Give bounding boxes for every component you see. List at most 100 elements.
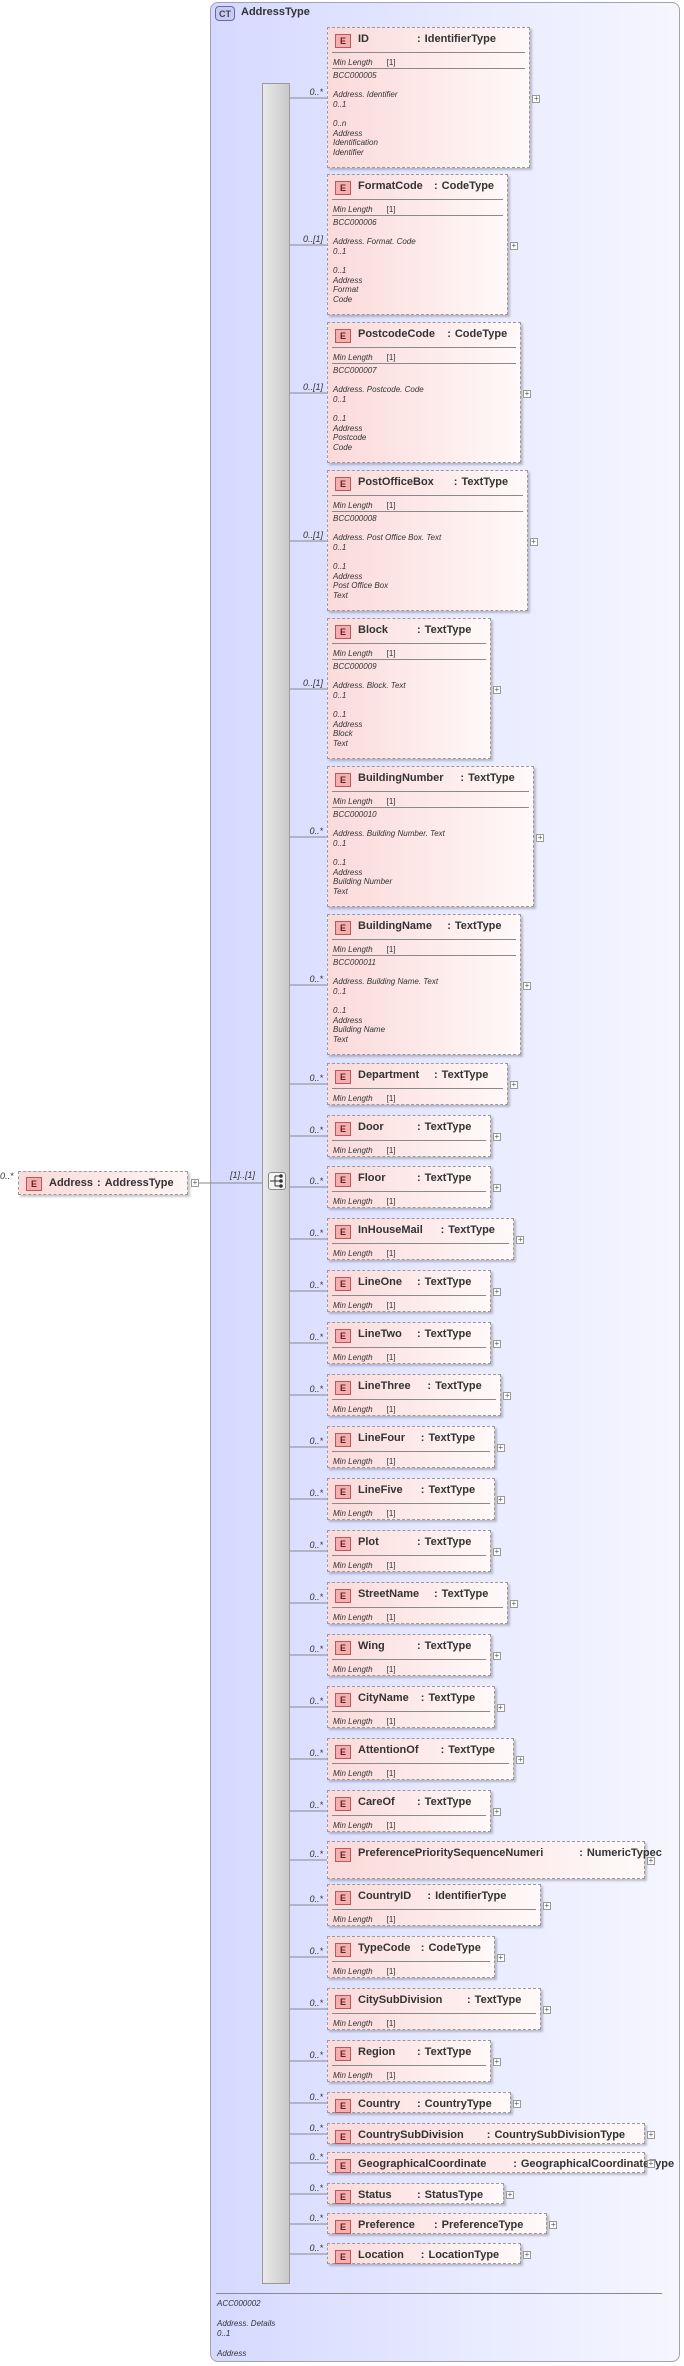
- element-badge-icon: E: [335, 1277, 351, 1291]
- expand-icon[interactable]: +: [492, 2057, 501, 2066]
- expand-icon[interactable]: +: [492, 1547, 501, 1556]
- element-title: PostOfficeBox:TextType: [358, 476, 508, 488]
- type-separator: :: [417, 624, 421, 636]
- element-type: TextType: [441, 1069, 489, 1081]
- type-separator: :: [420, 1942, 425, 1954]
- expand-icon[interactable]: +: [509, 1599, 518, 1608]
- element-title: Door:TextType: [358, 1121, 471, 1133]
- element-cardinality: 0..*: [309, 1748, 323, 1758]
- expand-icon[interactable]: +: [542, 2005, 551, 2014]
- min-length-label: Min Length: [333, 649, 373, 658]
- element-type: CountryType: [424, 2098, 492, 2110]
- expand-icon[interactable]: +: [492, 1132, 501, 1141]
- min-length-facet: Min Length[1]: [333, 1249, 396, 1258]
- element-type: StatusType: [424, 2189, 484, 2201]
- expand-icon[interactable]: +: [509, 1080, 518, 1089]
- min-length-label: Min Length: [333, 1094, 373, 1103]
- element-cardinality: 0..*: [309, 87, 323, 97]
- expand-icon[interactable]: +: [532, 94, 541, 103]
- element-cardinality: 0..*: [309, 1073, 323, 1083]
- expand-icon[interactable]: +: [191, 1178, 199, 1187]
- expand-icon[interactable]: +: [647, 2130, 655, 2139]
- expand-icon[interactable]: +: [492, 1183, 501, 1192]
- expand-icon[interactable]: +: [506, 2190, 514, 2199]
- type-separator: :: [417, 2046, 421, 2058]
- expand-icon[interactable]: +: [536, 833, 545, 842]
- type-separator: :: [417, 2098, 421, 2110]
- expand-icon[interactable]: +: [492, 1807, 501, 1816]
- min-length-value: [1]: [386, 1561, 396, 1570]
- root-element-address[interactable]: E Address:AddressType +: [18, 1171, 199, 1195]
- expand-icon[interactable]: +: [496, 1495, 505, 1504]
- expand-icon[interactable]: +: [492, 1339, 501, 1348]
- expand-icon[interactable]: +: [529, 537, 538, 546]
- min-length-label: Min Length: [333, 797, 373, 806]
- expand-icon[interactable]: +: [496, 1953, 505, 1962]
- element-badge-icon: E: [335, 181, 351, 195]
- expand-icon[interactable]: +: [549, 2220, 558, 2229]
- expand-icon[interactable]: +: [492, 685, 501, 694]
- element-badge-icon: E: [335, 2220, 351, 2234]
- expand-icon[interactable]: +: [492, 1287, 501, 1296]
- element-title: Floor:TextType: [358, 1172, 471, 1184]
- min-length-label: Min Length: [333, 1821, 373, 1830]
- element-type: IdentifierType: [435, 1890, 507, 1902]
- element-documentation: BCC000010 Address. Building Number. Text…: [333, 810, 445, 896]
- min-length-facet: Min Length[1]: [333, 1613, 396, 1622]
- expand-icon[interactable]: +: [512, 2099, 521, 2108]
- expand-icon[interactable]: +: [647, 2159, 655, 2168]
- expand-icon[interactable]: +: [516, 1755, 525, 1764]
- expand-icon[interactable]: +: [647, 1856, 655, 1865]
- expand-icon[interactable]: +: [509, 241, 518, 250]
- min-length-label: Min Length: [333, 1561, 373, 1570]
- expand-icon[interactable]: +: [492, 1651, 501, 1660]
- expand-icon[interactable]: +: [503, 1391, 512, 1400]
- expand-icon[interactable]: +: [523, 389, 531, 398]
- element-type: CodeType: [428, 1942, 481, 1954]
- element-name: Location: [358, 2249, 404, 2261]
- expand-icon[interactable]: +: [516, 1235, 525, 1244]
- expand-icon[interactable]: +: [523, 2250, 531, 2259]
- element-name: LineFour: [358, 1432, 406, 1444]
- element-name: Door: [358, 1121, 384, 1133]
- expand-icon[interactable]: +: [496, 1703, 505, 1712]
- sequence-cardinality: [1]..[1]: [230, 1170, 256, 1180]
- expand-icon[interactable]: +: [496, 1443, 505, 1452]
- expand-icon[interactable]: +: [523, 981, 531, 990]
- expand-icon[interactable]: +: [542, 1901, 551, 1910]
- element-type: LocationType: [428, 2249, 500, 2261]
